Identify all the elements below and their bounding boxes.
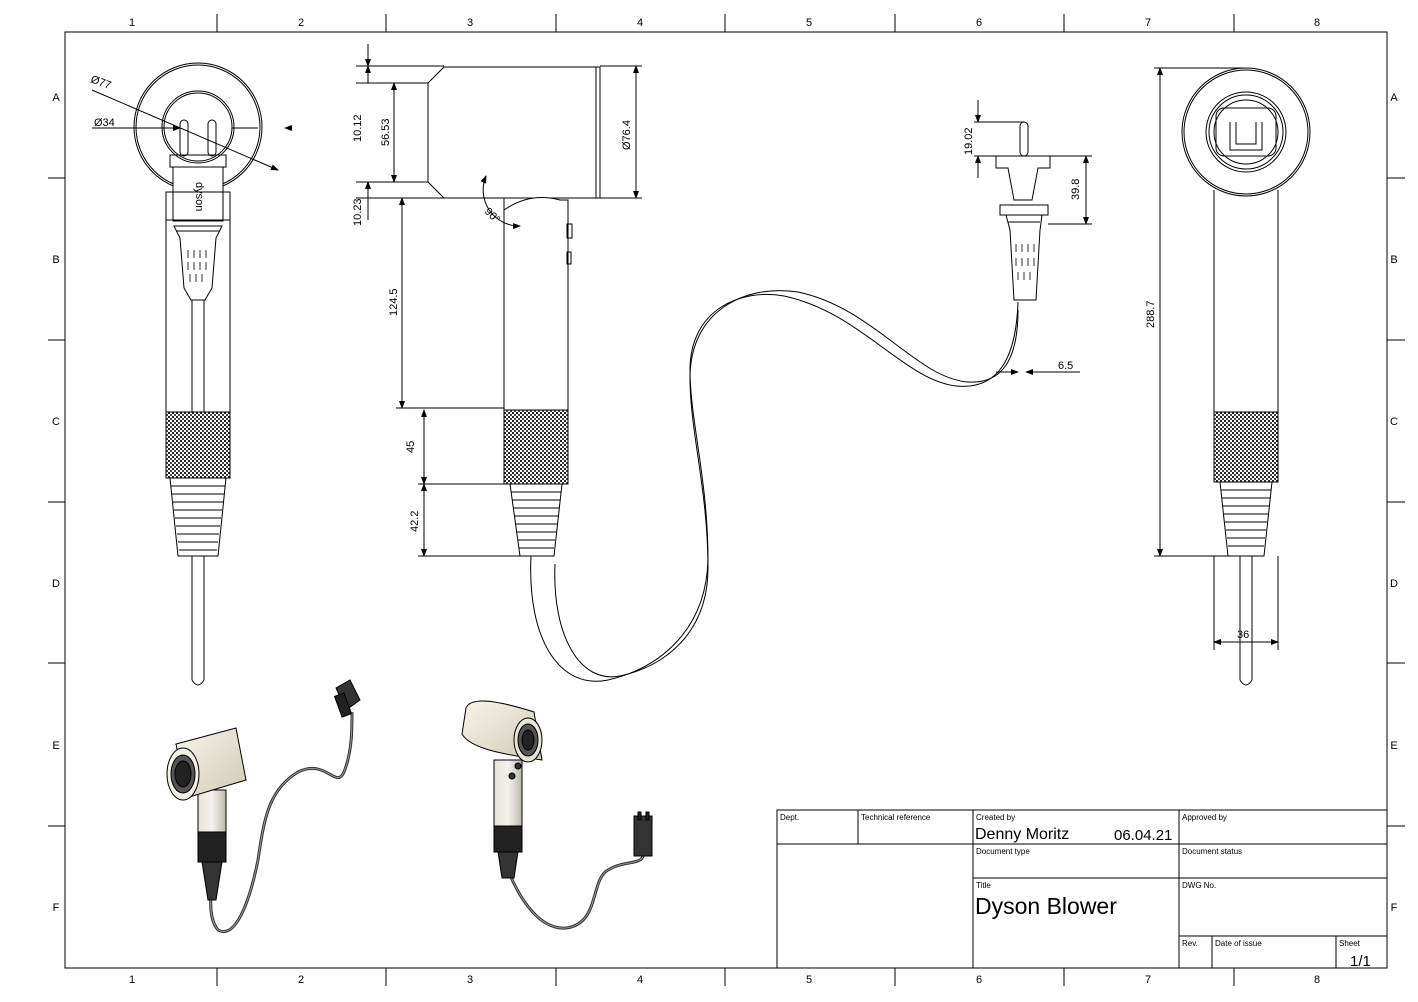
- grid-col-label-top: 1: [129, 17, 135, 29]
- grid-ticks: [48, 14, 1405, 986]
- grid-row-label-left: F: [53, 902, 60, 914]
- iso-view-right: [461, 700, 653, 930]
- front-view: dyson: [133, 62, 263, 686]
- dim-outer-diameter: Ø77: [89, 74, 113, 92]
- tb-sheet-value: 1/1: [1350, 953, 1371, 970]
- dim-angle-90: 90°: [482, 206, 502, 226]
- tb-document-type-label: Document type: [976, 847, 1030, 856]
- grid-col-label-bottom: 7: [1145, 974, 1151, 986]
- grid-col-label-bottom: 6: [976, 974, 982, 986]
- tb-title-label: Title: [976, 881, 991, 890]
- grid-col-label-top: 6: [976, 17, 982, 29]
- tb-dept-label: Dept.: [780, 813, 799, 822]
- dim-42-2: 42.2: [409, 511, 421, 532]
- grid-col-label-top: 5: [806, 17, 812, 29]
- grid-col-label-bottom: 5: [806, 974, 812, 986]
- side-view: [427, 66, 1051, 682]
- dim-10-23: 10.23: [352, 198, 364, 226]
- tb-title-value: Dyson Blower: [975, 893, 1117, 919]
- dim-124-5: 124.5: [388, 288, 400, 316]
- svg-text:dyson: dyson: [193, 182, 205, 211]
- dim-inner-diameter: Ø34: [94, 117, 115, 129]
- grid-row-label-right: D: [1390, 578, 1398, 590]
- grid-col-label-top: 3: [467, 17, 473, 29]
- front-view-dimensions: [91, 89, 292, 171]
- dim-6-5: 6.5: [1058, 360, 1073, 372]
- tb-created-by-value: Denny Moritz: [975, 826, 1069, 843]
- grid-row-label-right: E: [1390, 740, 1397, 752]
- grid-row-label-left: C: [52, 416, 60, 428]
- grid-row-label-right: F: [1391, 902, 1398, 914]
- side-view-dimensions: [356, 44, 1092, 557]
- dim-39-8: 39.8: [1070, 179, 1082, 200]
- tb-rev-label: Rev.: [1182, 939, 1198, 948]
- grid-row-label-left: E: [52, 740, 59, 752]
- grid-row-label-left: A: [52, 92, 60, 104]
- grid-row-label-left: D: [52, 578, 60, 590]
- tb-created-date: 06.04.21: [1114, 827, 1172, 844]
- dim-36: 36: [1237, 629, 1249, 641]
- dim-288-7: 288.7: [1145, 300, 1157, 328]
- tb-date-of-issue-label: Date of issue: [1215, 939, 1262, 948]
- dim-19-02: 19.02: [963, 127, 975, 155]
- dim-56-53: 56.53: [380, 118, 392, 146]
- iso-view-left: [166, 679, 361, 934]
- grid-col-label-top: 2: [298, 17, 304, 29]
- grid-row-label-right: A: [1390, 92, 1398, 104]
- drawing-frame: [64, 31, 1388, 969]
- dim-10-12: 10.12: [352, 114, 364, 142]
- tb-sheet-label: Sheet: [1339, 939, 1361, 948]
- tb-document-status-label: Document status: [1182, 847, 1242, 856]
- grid-row-label-right: C: [1390, 416, 1398, 428]
- grid-row-label-left: B: [52, 254, 59, 266]
- tb-dwg-no-label: DWG No.: [1182, 881, 1216, 890]
- grid-col-label-bottom: 4: [637, 974, 643, 986]
- rear-view: [1181, 67, 1311, 686]
- grid-row-label-right: B: [1390, 254, 1397, 266]
- dim-45: 45: [405, 441, 417, 453]
- grid-col-label-bottom: 1: [129, 974, 135, 986]
- rear-view-dimensions: [1154, 67, 1279, 650]
- grid-col-label-bottom: 8: [1314, 974, 1320, 986]
- grid-col-label-top: 8: [1314, 17, 1320, 29]
- grid-col-label-bottom: 3: [467, 974, 473, 986]
- grid-col-label-bottom: 2: [298, 974, 304, 986]
- grid-col-label-top: 4: [637, 17, 643, 29]
- grid-col-label-top: 7: [1145, 17, 1151, 29]
- dim-dia-76-4: Ø76.4: [621, 120, 633, 150]
- tb-created-by-label: Created by: [976, 813, 1015, 822]
- tb-approved-by-label: Approved by: [1182, 813, 1227, 822]
- title-block-lines: [776, 809, 1388, 969]
- tb-tech-ref-label: Technical reference: [861, 813, 931, 822]
